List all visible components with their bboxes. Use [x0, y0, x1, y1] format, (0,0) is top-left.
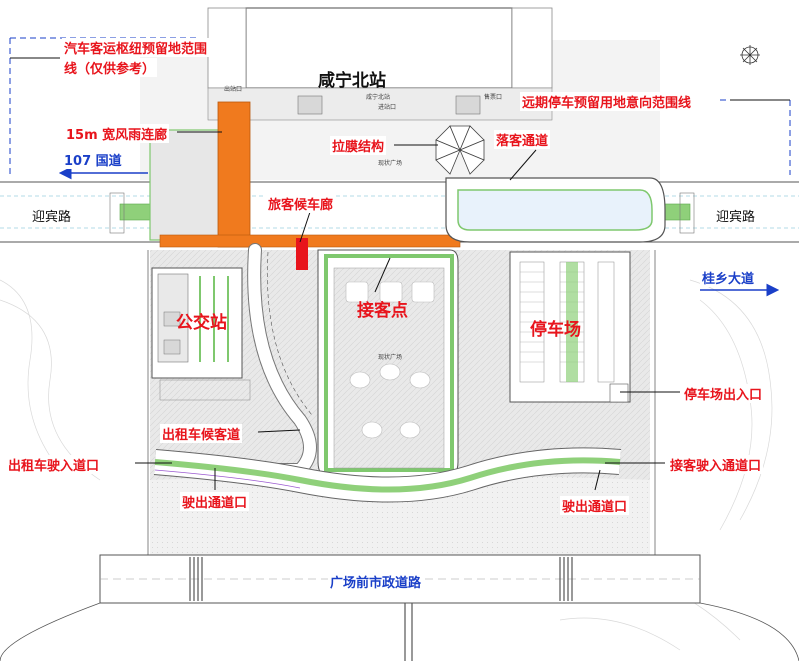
canopy-corridor: [217, 101, 251, 248]
exit-right-label: 驶出通道口: [560, 496, 630, 515]
pickup-entry-label: 接客驶入通道口: [668, 455, 764, 474]
tree-icon: [740, 45, 760, 65]
south-plaza: [150, 475, 650, 560]
membrane-label: 拉膜结构: [330, 136, 387, 155]
bus-hub-reserve-label: 汽车客运枢纽预留地范围: [62, 38, 210, 57]
membrane-structure: [435, 125, 485, 175]
pickup-point-label: 接客点: [357, 301, 408, 321]
yingbin-road-left-label: 迎宾路: [30, 206, 74, 225]
station-entry-label: 进站口: [378, 104, 397, 111]
exit-left-label: 驶出通道口: [180, 492, 250, 511]
passenger-corridor-red-block: [296, 238, 308, 270]
station-name: 咸宁北站: [318, 71, 386, 91]
plaza-front-road-label: 广场前市政道路: [328, 572, 424, 591]
station-platform: [207, 87, 553, 121]
canopy-corridor-label: 15m 宽风雨连廊: [64, 124, 170, 143]
passenger-corridor: [159, 234, 461, 248]
bus-hub-reserve-label-2: 线（仅供参考）: [62, 58, 158, 77]
leader-lines: [10, 57, 790, 491]
station-wing-right: [511, 7, 553, 89]
ticket-office-label: 售票口: [484, 94, 503, 101]
parking-lot-label: 停车场: [530, 320, 581, 340]
taxi-waiting-lane: [248, 244, 316, 476]
station-name-small: 咸宁北站: [366, 94, 391, 101]
passenger-corridor-label: 旅客候车廊: [266, 194, 336, 213]
station-wing-left: [207, 7, 247, 89]
zebra-crossing: [189, 557, 573, 661]
dropoff-label: 落客通道: [494, 130, 551, 149]
yingbin-road-right-label: 迎宾路: [714, 206, 758, 225]
taxi-entry-label: 出租车驶入道口: [6, 455, 102, 474]
station-exit-label: 出站口: [224, 86, 243, 93]
existing-plaza-label-2: 现状广场: [378, 354, 403, 361]
bus-station-label: 公交站: [176, 313, 227, 333]
station-building: [245, 7, 513, 89]
future-parking-label: 远期停车预留用地意向范围线: [520, 92, 694, 111]
taxi-wait-label: 出租车候客道: [160, 424, 243, 443]
guixiang-avenue-label: 桂乡大道: [700, 268, 757, 287]
bus-platform-lines: [199, 276, 229, 362]
national-road-107-label: 107 国道: [62, 150, 124, 169]
parking-gate-label: 停车场出入口: [682, 384, 765, 403]
existing-plaza-label: 现状广场: [378, 160, 403, 167]
